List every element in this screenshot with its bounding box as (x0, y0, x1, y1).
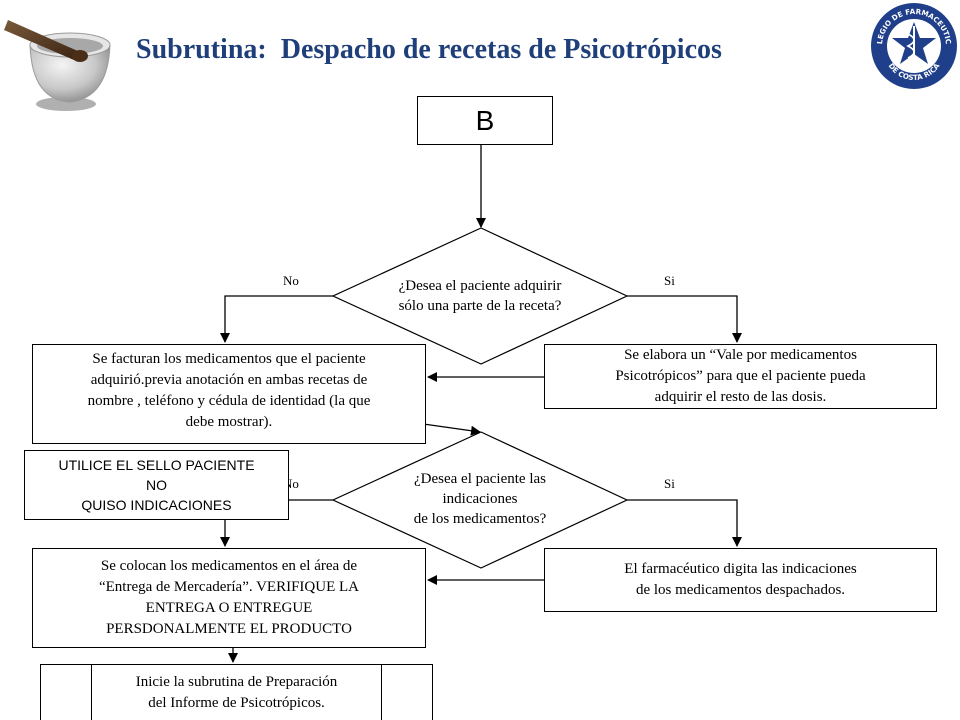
stamp-line-3: QUISO INDICACIONES (81, 497, 232, 513)
stamp-line-2: NO (146, 477, 167, 493)
decision2-line-1: ¿Desea el paciente las (413, 471, 546, 487)
report-left-bar (91, 665, 92, 720)
decision1-text: ¿Desea el paciente adquirir sólo una par… (360, 276, 600, 316)
indications-box: El farmacéutico digita las indicaciones … (544, 548, 937, 612)
delivery-line-4: PERSDONALMENTE EL PRODUCTO (106, 621, 352, 637)
label-si-2: Si (664, 476, 675, 491)
decision2-diamond (331, 431, 629, 569)
decision1-diamond (331, 227, 629, 365)
arrow-decision1-si (627, 295, 742, 343)
delivery-box: Se colocan los medicamentos en el área d… (32, 548, 426, 648)
decision2-line-3: de los medicamentos? (413, 511, 547, 527)
voucher-box: Se elabora un “Vale por medicamentos Psi… (544, 344, 937, 409)
report-line-1: Inicie la subrutina de Preparación (135, 673, 338, 690)
invoice-line-4: debe mostrar). (185, 414, 273, 430)
decision1-line-2: sólo una parte de la receta? (398, 298, 562, 314)
start-node-b: B (417, 96, 553, 145)
stamp-note-box: UTILICE EL SELLO PACIENTE NO QUISO INDIC… (24, 450, 289, 520)
mortar-pestle-icon (4, 20, 111, 111)
decision1-line-1: ¿Desea el paciente adquirir (398, 278, 562, 294)
invoice-line-1: Se facturan los medicamentos que el paci… (92, 351, 366, 367)
page-title: Subrutina: Despacho de recetas de Psicot… (136, 34, 722, 65)
delivery-line-2: “Entrega de Mercadería”. VERIFIQUE LA (98, 579, 360, 595)
delivery-line-1: Se colocan los medicamentos en el área d… (100, 558, 358, 574)
voucher-line-1: Se elabora un “Vale por medicamentos (624, 347, 857, 363)
report-subroutine-box: Inicie la subrutina de Preparación del I… (40, 664, 433, 720)
start-node-label: B (475, 105, 495, 136)
arrow-decision1-no (220, 295, 333, 343)
decision2-line-2: indicaciones (442, 491, 518, 507)
label-no-1: No (283, 273, 299, 288)
invoice-box: Se facturan los medicamentos que el paci… (32, 344, 426, 444)
stamp-line-1: UTILICE EL SELLO PACIENTE (58, 457, 255, 473)
report-line-2: del Informe de Psicotrópicos. (148, 694, 325, 711)
indications-line-2: de los medicamentos despachados. (635, 582, 846, 598)
invoice-line-3: nombre , teléfono y cédula de identidad … (87, 393, 371, 409)
pharmacist-college-seal-icon: COLEGIO DE FARMACEUTICOS DE COSTA RICA (868, 0, 957, 89)
decision2-text: ¿Desea el paciente las indicaciones de l… (360, 469, 600, 529)
voucher-line-2: Psicotrópicos” para que el paciente pued… (615, 368, 866, 384)
delivery-line-3: ENTREGA O ENTREGUE (145, 600, 313, 616)
label-si-1: Si (664, 273, 675, 288)
invoice-line-2: adquirió.previa anotación en ambas recet… (90, 372, 368, 388)
voucher-line-3: adquirir el resto de las dosis. (654, 389, 827, 405)
report-right-bar (381, 665, 382, 720)
indications-line-1: El farmacéutico digita las indicaciones (624, 561, 857, 577)
arrow-decision2-si (627, 499, 742, 547)
